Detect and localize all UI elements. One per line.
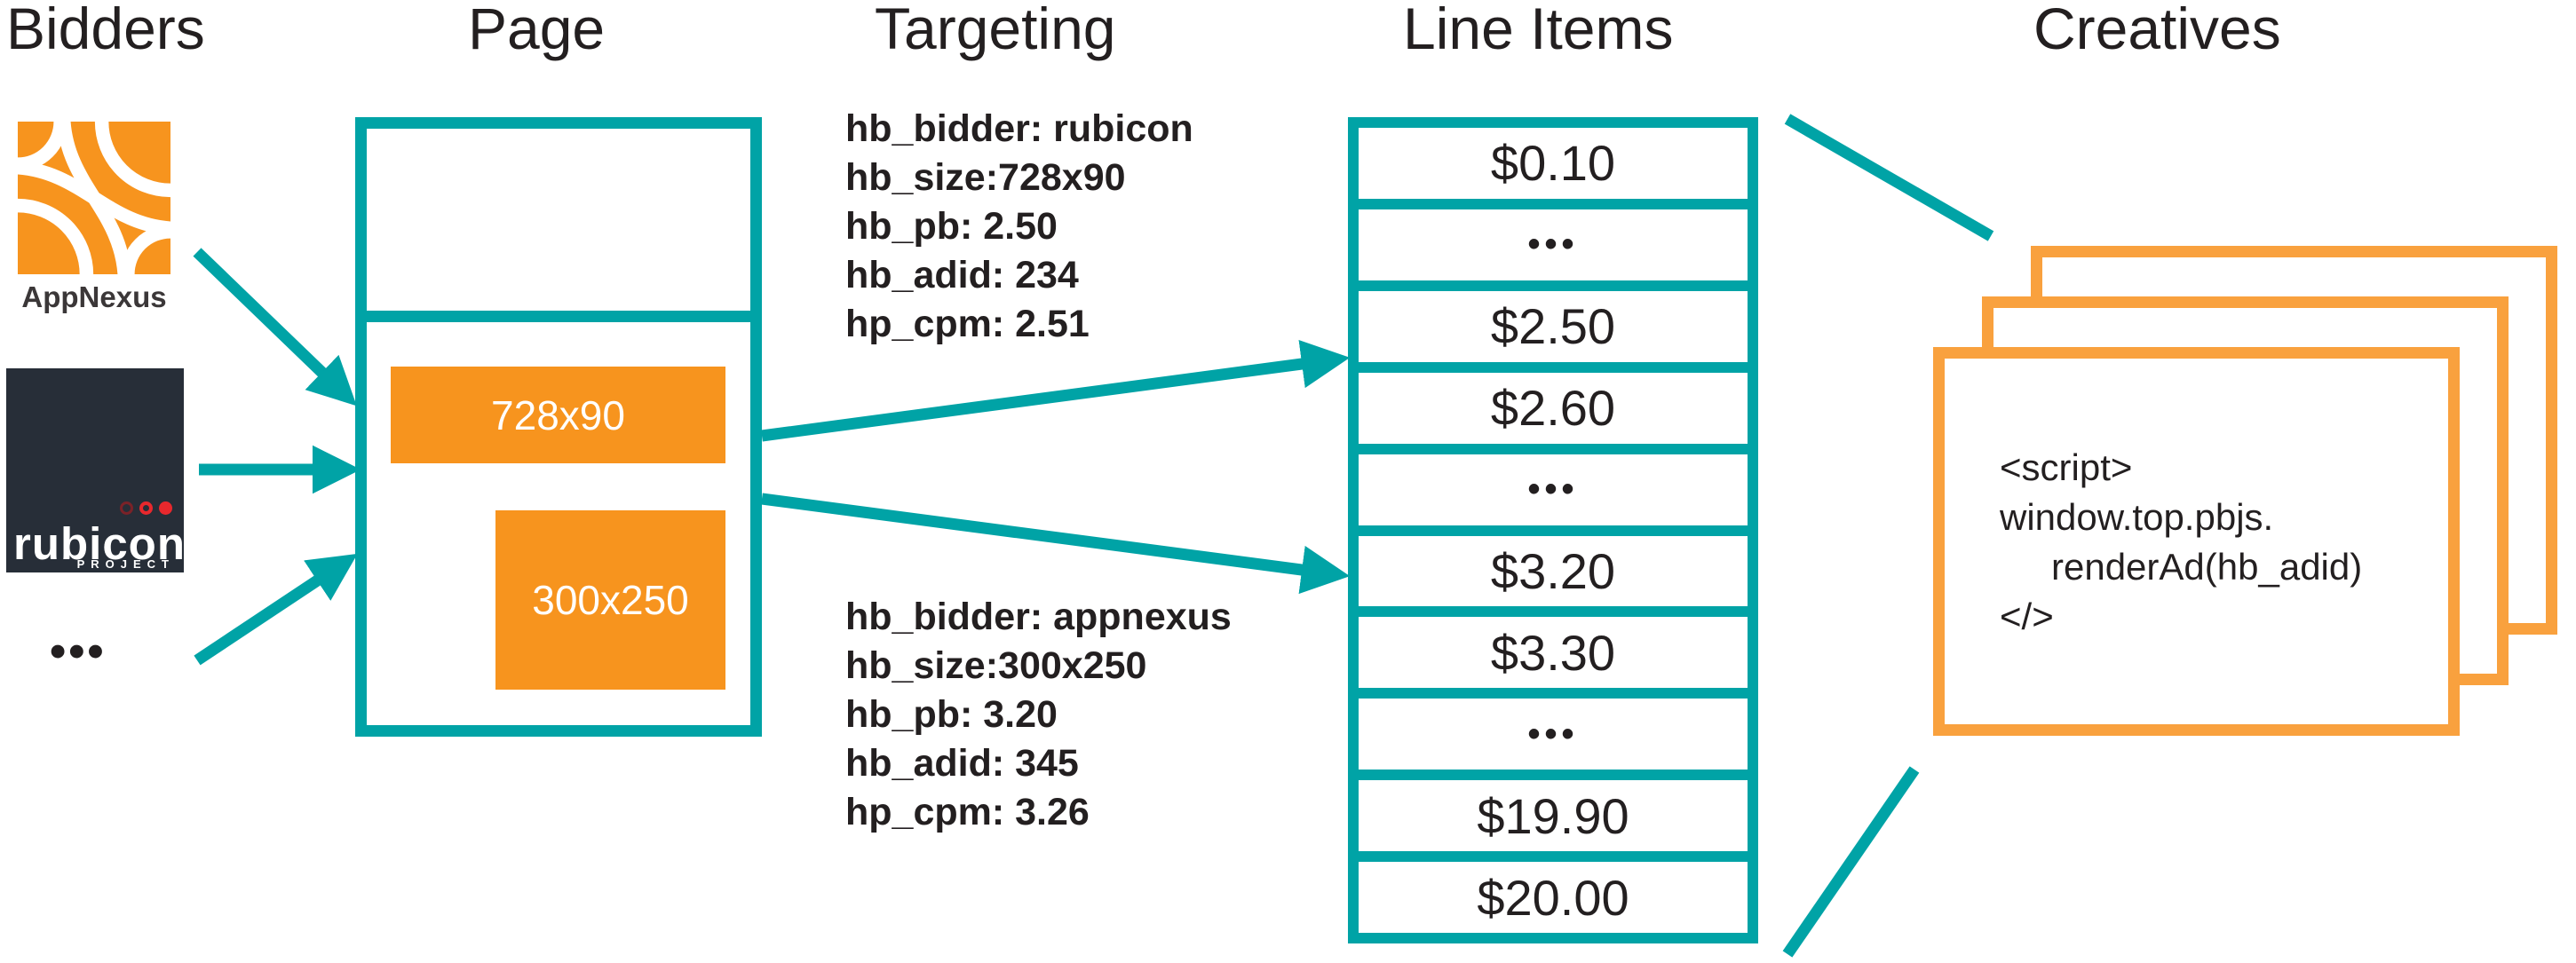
line-item-row: $20.00 xyxy=(1359,862,1748,934)
rubicon-dot-solid xyxy=(159,501,172,515)
arrow-page-to-lineitem-250 xyxy=(761,339,1351,442)
more-bidders-ellipsis: ••• xyxy=(50,626,107,677)
rubicon-wordmark: rubicon® xyxy=(13,518,199,569)
creative-code-snippet: <script> window.top.pbjs. renderAd(hb_ad… xyxy=(2000,443,2362,642)
line-item-row: $3.30 xyxy=(1359,617,1748,689)
bidders-title: Bidders xyxy=(6,0,205,61)
rubicon-dots-icon xyxy=(120,501,172,515)
targeting-line: hb_pb: 3.20 xyxy=(845,693,1058,736)
targeting-line: hp_cpm: 3.26 xyxy=(845,791,1090,833)
line-items-title: Line Items xyxy=(1403,0,1674,61)
rubicon-dot-outline xyxy=(120,501,133,515)
creatives-title: Creatives xyxy=(2033,0,2281,61)
rubicon-project-label: PROJECT xyxy=(76,557,175,571)
rubicon-logo: rubicon® PROJECT xyxy=(6,368,197,572)
ad-slot-728x90: 728x90 xyxy=(391,367,725,463)
page-header-divider xyxy=(367,311,750,322)
ad-slot-300x250: 300x250 xyxy=(495,510,725,690)
line-item-row-ellipsis: ••• xyxy=(1359,209,1748,280)
appnexus-logo-icon xyxy=(18,122,170,274)
line-item-row: $3.20 xyxy=(1359,535,1748,607)
arrow-appnexus-to-page xyxy=(193,248,357,407)
targeting-line: hb_adid: 234 xyxy=(845,254,1079,296)
targeting-line: hb_size:300x250 xyxy=(845,644,1147,687)
connector-lineitems-bottom-to-creatives xyxy=(1782,766,1920,958)
targeting-line: hb_size:728x90 xyxy=(845,156,1126,199)
line-item-row: $2.60 xyxy=(1359,372,1748,444)
line-item-row-ellipsis: ••• xyxy=(1359,699,1748,770)
line-item-row: $0.10 xyxy=(1359,128,1748,199)
code-line: <script> xyxy=(2000,446,2133,488)
connector-lineitems-top-to-creatives xyxy=(1784,114,1994,241)
rubicon-dot-ring xyxy=(139,501,153,515)
line-items-table: $0.10 ••• $2.50 $2.60 ••• $3.20 $3.30 ••… xyxy=(1348,117,1758,943)
page-title: Page xyxy=(468,0,606,61)
targeting-block-appnexus: hb_bidder: appnexus hb_size:300x250 hb_p… xyxy=(845,593,1232,837)
targeting-line: hp_cpm: 2.51 xyxy=(845,303,1090,345)
targeting-block-rubicon: hb_bidder: rubicon hb_size:728x90 hb_pb:… xyxy=(845,105,1193,349)
arrow-morebidders-to-page xyxy=(194,553,358,666)
code-line: window.top.pbjs. xyxy=(2000,496,2274,538)
code-line: </> xyxy=(2000,596,2054,637)
targeting-line: hb_adid: 345 xyxy=(845,742,1079,785)
appnexus-label: AppNexus xyxy=(21,280,167,313)
line-item-row-ellipsis: ••• xyxy=(1359,454,1748,525)
page-box: 728x90 300x250 xyxy=(355,117,762,737)
line-item-row: $2.50 xyxy=(1359,290,1748,362)
targeting-line: hb_bidder: rubicon xyxy=(845,107,1193,150)
code-line: renderAd(hb_adid) xyxy=(2051,546,2363,588)
line-item-row: $19.90 xyxy=(1359,780,1748,852)
targeting-line: hb_pb: 2.50 xyxy=(845,205,1058,248)
targeting-line: hb_bidder: appnexus xyxy=(845,596,1232,638)
registered-mark: ® xyxy=(187,523,199,538)
targeting-title: Targeting xyxy=(875,0,1116,61)
arrow-page-to-lineitem-320 xyxy=(761,493,1351,595)
creative-card-front: <script> window.top.pbjs. renderAd(hb_ad… xyxy=(1933,347,2460,736)
